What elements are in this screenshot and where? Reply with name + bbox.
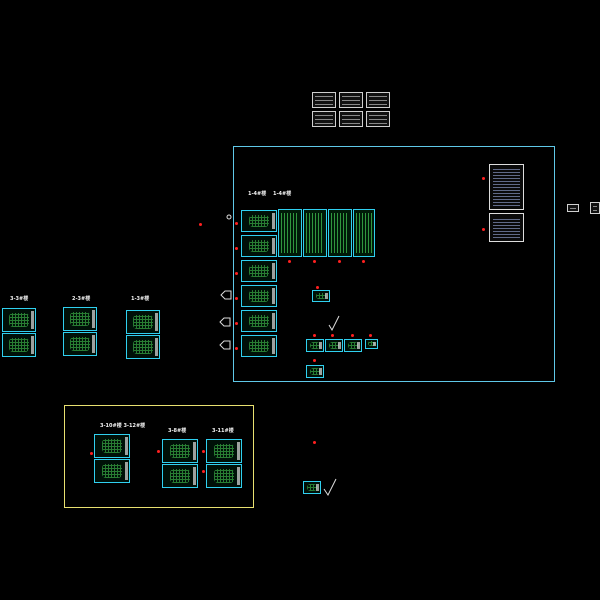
detail-sheet[interactable] (312, 290, 330, 302)
marker (202, 470, 205, 473)
check-mark-icon (323, 478, 337, 496)
yellow-zone-frame (64, 405, 254, 508)
marker (235, 322, 238, 325)
section-symbol-icon (219, 317, 231, 327)
legend-sheet-top[interactable] (489, 164, 524, 210)
floor-plan-sheet[interactable] (126, 310, 160, 334)
marker (202, 450, 205, 453)
floor-plan-sheet[interactable] (206, 439, 242, 463)
detail-sheet[interactable] (306, 365, 324, 378)
main-group-label-2: 1-4#楼 (273, 191, 292, 197)
marker (235, 347, 238, 350)
floor-plan-sheet[interactable] (241, 260, 277, 282)
title-sheet[interactable] (366, 92, 390, 108)
detail-sheet[interactable] (303, 481, 321, 494)
title-block-grid[interactable] (312, 92, 390, 127)
floor-plan-sheet[interactable] (94, 434, 130, 458)
detail-sheet[interactable] (306, 339, 324, 352)
detail-sheet[interactable] (344, 339, 362, 352)
yellow-group-label-3: 3-11#楼 (212, 428, 234, 434)
floor-plan-sheet[interactable] (241, 335, 277, 357)
floor-plan-sheet[interactable] (63, 332, 97, 356)
floor-plan-sheet[interactable] (162, 464, 198, 488)
elevation-sheet[interactable] (328, 209, 352, 257)
floor-plan-sheet[interactable] (94, 459, 130, 483)
title-sheet[interactable] (366, 111, 390, 127)
marker (313, 441, 316, 444)
marker (351, 334, 354, 337)
floor-plan-sheet[interactable] (162, 439, 198, 463)
floor-plan-sheet[interactable] (241, 310, 277, 332)
elevation-sheet[interactable] (278, 209, 302, 257)
north-arrow-icon (590, 202, 600, 214)
marker (157, 450, 160, 453)
elevation-sheet[interactable] (303, 209, 327, 257)
marker (199, 223, 202, 226)
detail-sheet[interactable] (325, 339, 343, 352)
left-group-label-1: 3-3#楼 (10, 296, 29, 302)
marker (369, 334, 372, 337)
floor-plan-sheet[interactable] (126, 335, 160, 359)
yellow-group-label-2: 3-8#楼 (168, 428, 187, 434)
title-sheet[interactable] (339, 92, 363, 108)
section-symbol-icon (220, 290, 232, 300)
marker (288, 260, 291, 263)
marker (313, 334, 316, 337)
marker (235, 297, 238, 300)
title-sheet[interactable] (312, 111, 336, 127)
elevation-sheet[interactable] (353, 209, 375, 257)
marker (362, 260, 365, 263)
title-sheet[interactable] (312, 92, 336, 108)
marker (482, 228, 485, 231)
scale-bar-icon (567, 204, 579, 212)
marker (235, 247, 238, 250)
marker (235, 222, 238, 225)
section-symbol-icon (226, 214, 232, 220)
legend-sheet-bottom[interactable] (489, 213, 524, 242)
detail-sheet[interactable] (365, 339, 378, 349)
title-sheet[interactable] (339, 111, 363, 127)
marker (316, 286, 319, 289)
main-group-label-1: 1-4#楼 (248, 191, 267, 197)
left-group-label-2: 2-3#楼 (72, 296, 91, 302)
marker (331, 334, 334, 337)
check-mark-icon (328, 315, 340, 331)
marker (338, 260, 341, 263)
section-symbol-icon (219, 340, 231, 350)
left-group-label-3: 1-3#楼 (131, 296, 150, 302)
marker (313, 359, 316, 362)
floor-plan-sheet[interactable] (206, 464, 242, 488)
floor-plan-sheet[interactable] (2, 308, 36, 332)
floor-plan-sheet[interactable] (241, 210, 277, 232)
floor-plan-sheet[interactable] (63, 307, 97, 331)
marker (482, 177, 485, 180)
yellow-group-label-1: 3-10#楼 3-12#楼 (100, 423, 146, 429)
floor-plan-sheet[interactable] (241, 235, 277, 257)
marker (90, 452, 93, 455)
marker (313, 260, 316, 263)
main-frame (233, 146, 555, 382)
floor-plan-sheet[interactable] (241, 285, 277, 307)
marker (235, 272, 238, 275)
floor-plan-sheet[interactable] (2, 333, 36, 357)
